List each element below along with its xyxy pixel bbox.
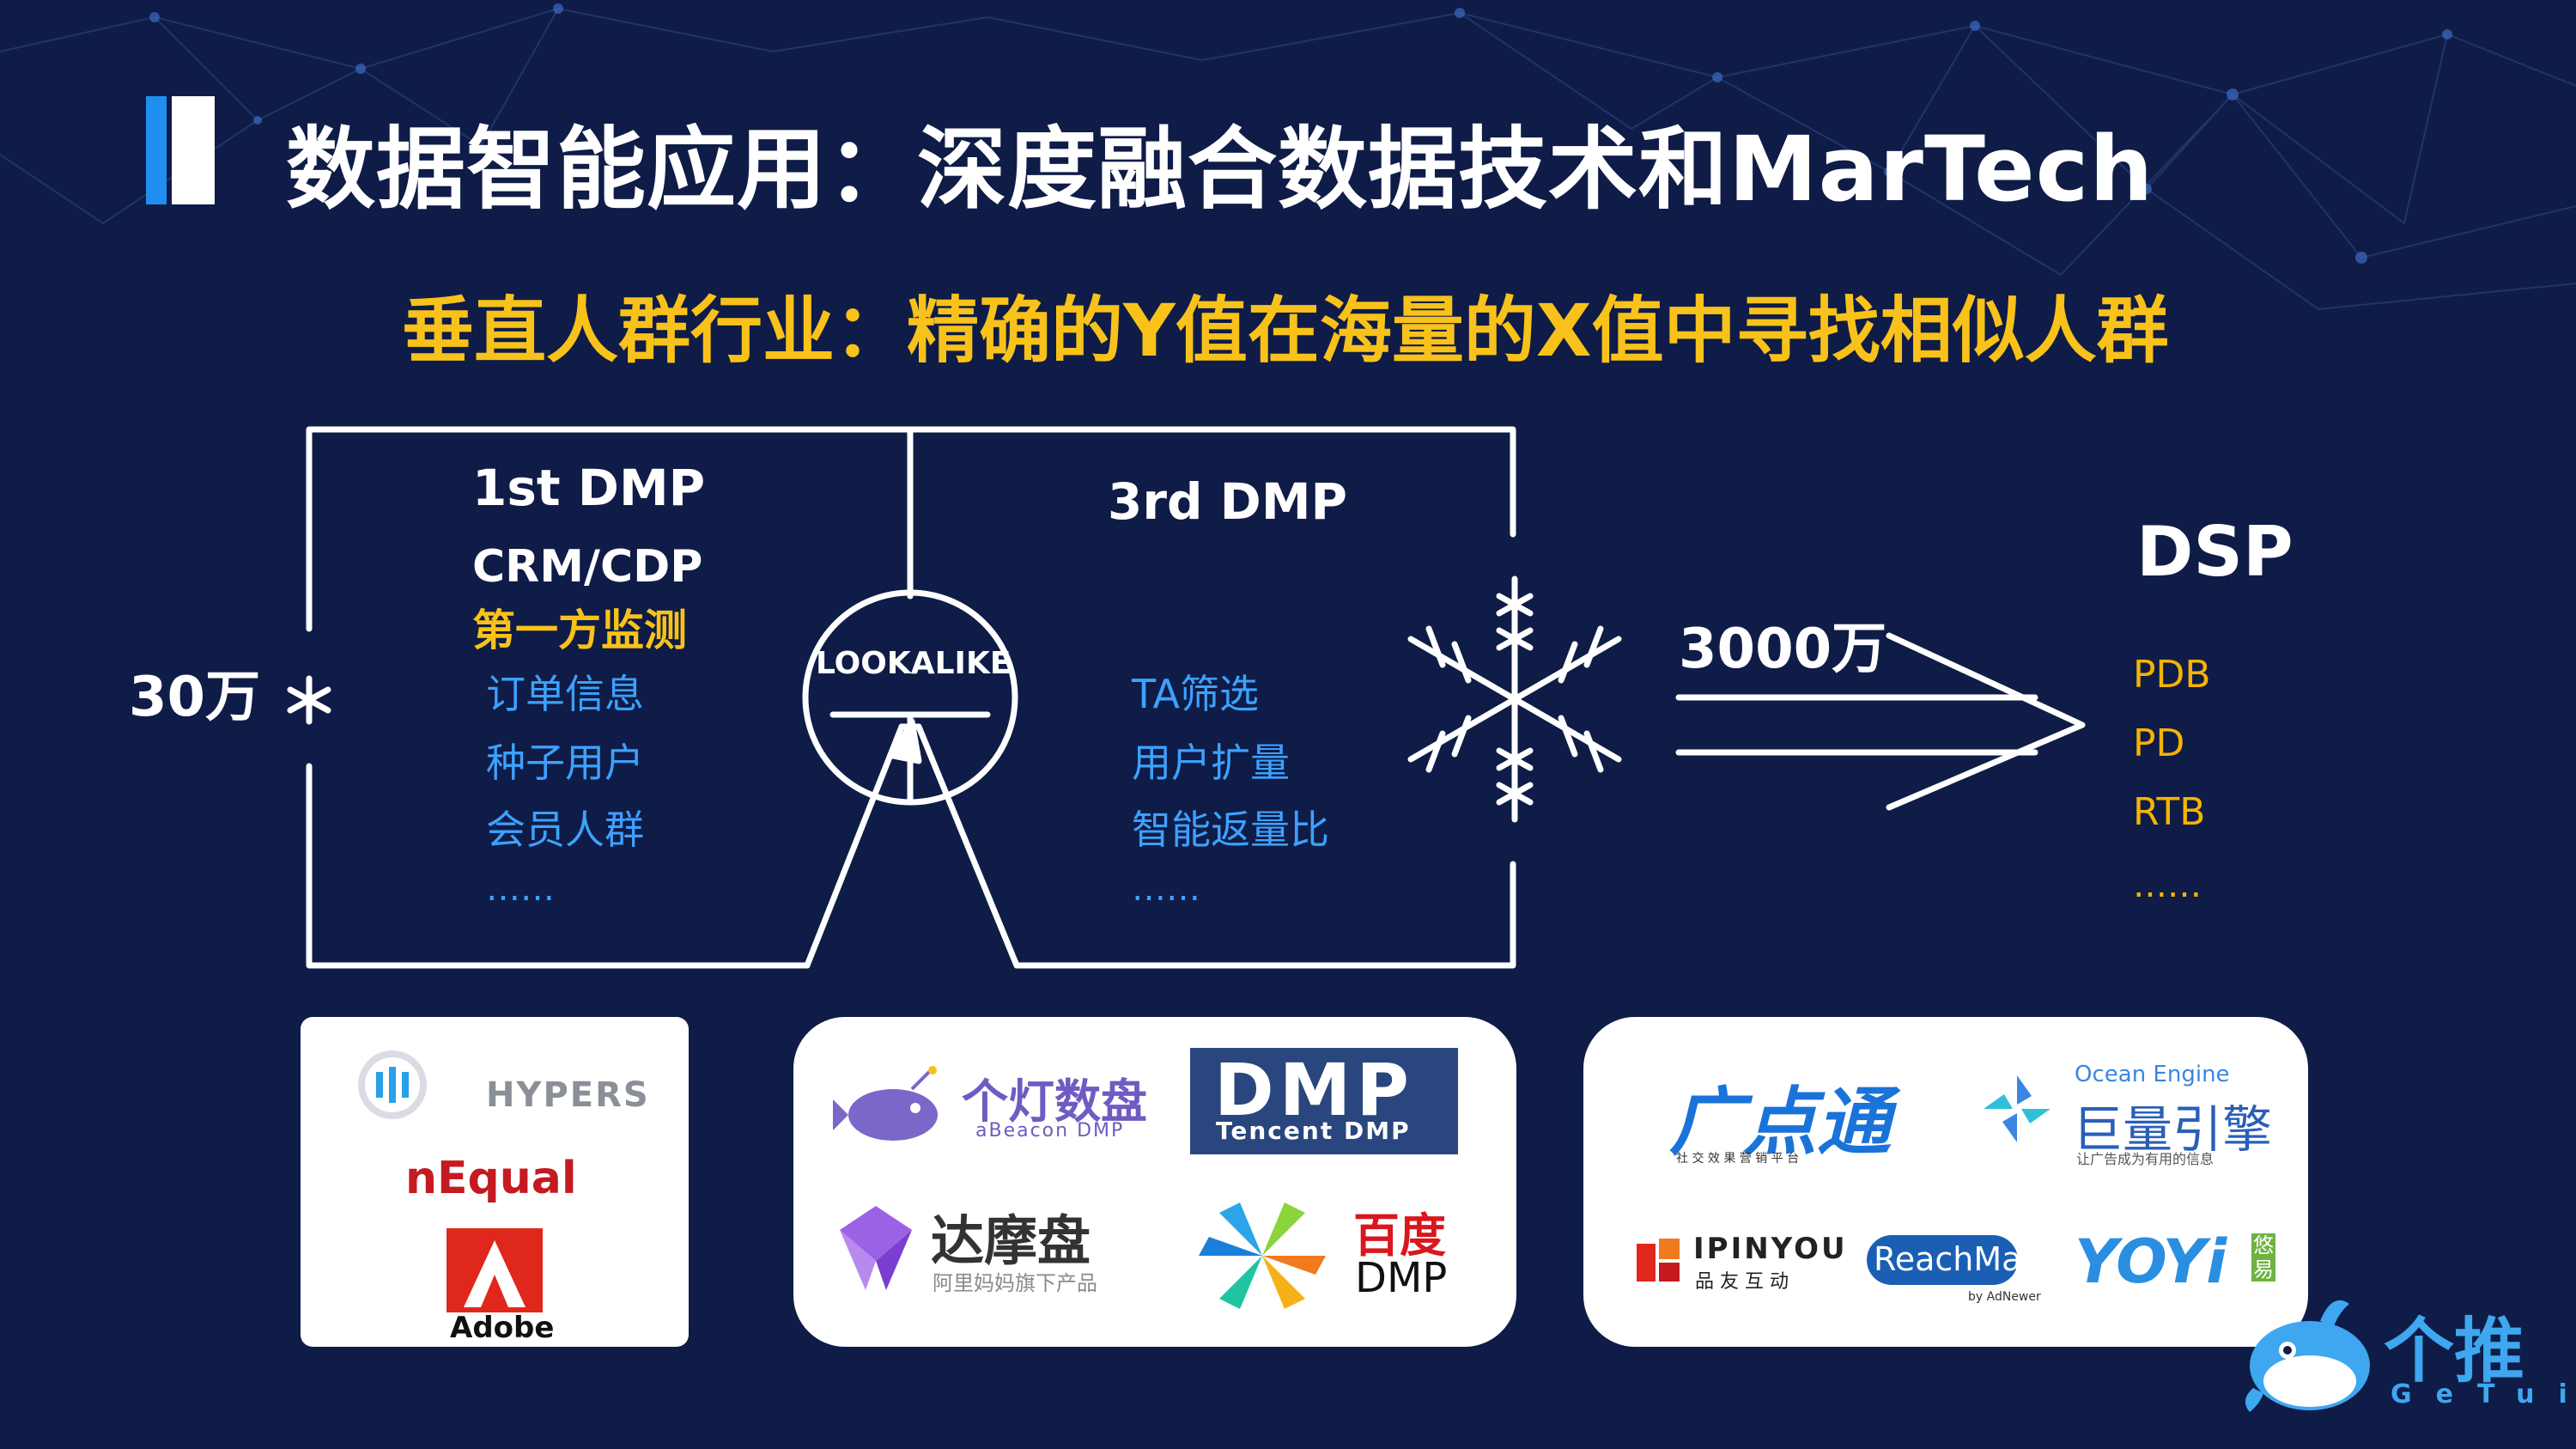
baidu-dmp-icon xyxy=(1199,1202,1326,1309)
seed-count: 30万 xyxy=(129,666,261,729)
first-dmp-monitoring: 第一方监测 xyxy=(472,606,687,655)
first-dmp-item: 订单信息 xyxy=(486,671,644,717)
brand-logo-en: GeTui xyxy=(2391,1379,2576,1409)
expanded-count: 3000万 xyxy=(1679,618,1887,681)
brand-logo-cn: 个推 xyxy=(2384,1311,2525,1392)
dsp-item: …… xyxy=(2133,866,2202,905)
page-subtitle: 垂直人群行业：精确的Y值在海量的X值中寻找相似人群 xyxy=(402,289,2169,373)
gdt-sub: 社 交 效 果 营 销 平 台 xyxy=(1676,1152,1800,1166)
snowflake-icon xyxy=(1407,575,1622,823)
hypers-logo-icon xyxy=(358,1050,427,1119)
seed-asterisk-icon xyxy=(287,675,331,725)
ocean-engine-cn: 巨量引擎 xyxy=(2073,1100,2273,1159)
yoyi-logo: YOYi xyxy=(2075,1227,2227,1297)
baidu-logo-cn: 百度 xyxy=(1353,1209,1446,1263)
dsp-item: RTB xyxy=(2133,790,2206,834)
title-accent-bar xyxy=(146,96,167,204)
tencent-dmp-logo: DMP Tencent DMP xyxy=(1190,1048,1458,1154)
ipinyou-logo-en: IPINYOU xyxy=(1693,1232,1848,1266)
gdt-logo: 广点通 xyxy=(1669,1080,1891,1166)
third-dmp-item: 智能返量比 xyxy=(1132,807,1329,853)
getui-mascot-icon xyxy=(2245,1300,2370,1412)
third-party-dmp-card: 个灯数盘 aBeacon DMP DMP Tencent DMP 达摩盘 阿里妈… xyxy=(793,1017,1516,1347)
adobe-logo-icon xyxy=(447,1228,543,1312)
yoyi-logo-cn: 悠易 xyxy=(2251,1233,2275,1282)
ocean-engine-icon xyxy=(1984,1075,2050,1142)
third-dmp-item: 用户扩量 xyxy=(1132,740,1290,786)
box-bottom-left xyxy=(306,763,811,969)
dsp-item: PDB xyxy=(2133,653,2211,697)
third-dmp-item: …… xyxy=(1132,869,1200,909)
first-party-vendors-card: HYPERS nEqual Adobe xyxy=(301,1017,689,1347)
first-dmp-heading: 1st DMP xyxy=(472,459,706,517)
reachmax-logo-text: ReachMax xyxy=(1874,1240,2041,1278)
third-dmp-heading: 3rd DMP xyxy=(1108,472,1348,531)
first-dmp-item: …… xyxy=(486,869,555,909)
title-accent-bar-white xyxy=(172,96,215,204)
damopan-gem-icon xyxy=(840,1206,912,1290)
lookalike-label: LOOKALIKE xyxy=(816,646,1012,681)
gedeng-logo-en: aBeacon DMP xyxy=(975,1120,1125,1142)
damopan-logo: 达摩盘 xyxy=(931,1209,1091,1272)
ocean-engine-sub: 让广告成为有用的信息 xyxy=(2076,1151,2215,1167)
third-dmp-item: TA筛选 xyxy=(1132,671,1259,717)
adobe-logo: Adobe xyxy=(450,1311,555,1345)
first-dmp-item: 会员人群 xyxy=(486,807,644,853)
hypers-logo: HYPERS xyxy=(486,1075,650,1115)
reachmax-sub: by AdNewer xyxy=(1968,1290,2041,1304)
ocean-engine-en: Ocean Engine xyxy=(2075,1062,2230,1087)
tencent-dmp-small: Tencent DMP xyxy=(1216,1117,1411,1145)
tencent-dmp-big: DMP xyxy=(1214,1048,1414,1132)
page-title: 数据智能应用：深度融合数据技术和MarTech xyxy=(286,117,2154,222)
whale-fish-icon xyxy=(833,1066,938,1141)
baidu-logo-en: DMP xyxy=(1355,1254,1448,1302)
ipinyou-icon xyxy=(1637,1239,1680,1282)
box-bottom-right xyxy=(1013,861,1516,969)
arrow-head xyxy=(1886,632,2086,811)
dsp-heading: DSP xyxy=(2136,512,2293,592)
dsp-item: PD xyxy=(2133,721,2185,765)
first-dmp-item: 种子用户 xyxy=(486,740,644,786)
lookalike-arrowhead xyxy=(890,718,922,764)
nequal-logo: nEqual xyxy=(405,1153,577,1204)
gedeng-logo: 个灯数盘 xyxy=(962,1075,1147,1129)
first-dmp-crm: CRM/CDP xyxy=(472,541,703,593)
ipinyou-logo-cn: 品 友 互 动 xyxy=(1695,1271,1789,1293)
dsp-vendors-card: 广点通 社 交 效 果 营 销 平 台 Ocean Engine 巨量引擎 让广… xyxy=(1583,1017,2308,1347)
reachmax-logo: ReachMax xyxy=(1867,1235,2041,1285)
damopan-sub: 阿里妈妈旗下产品 xyxy=(933,1271,1097,1295)
